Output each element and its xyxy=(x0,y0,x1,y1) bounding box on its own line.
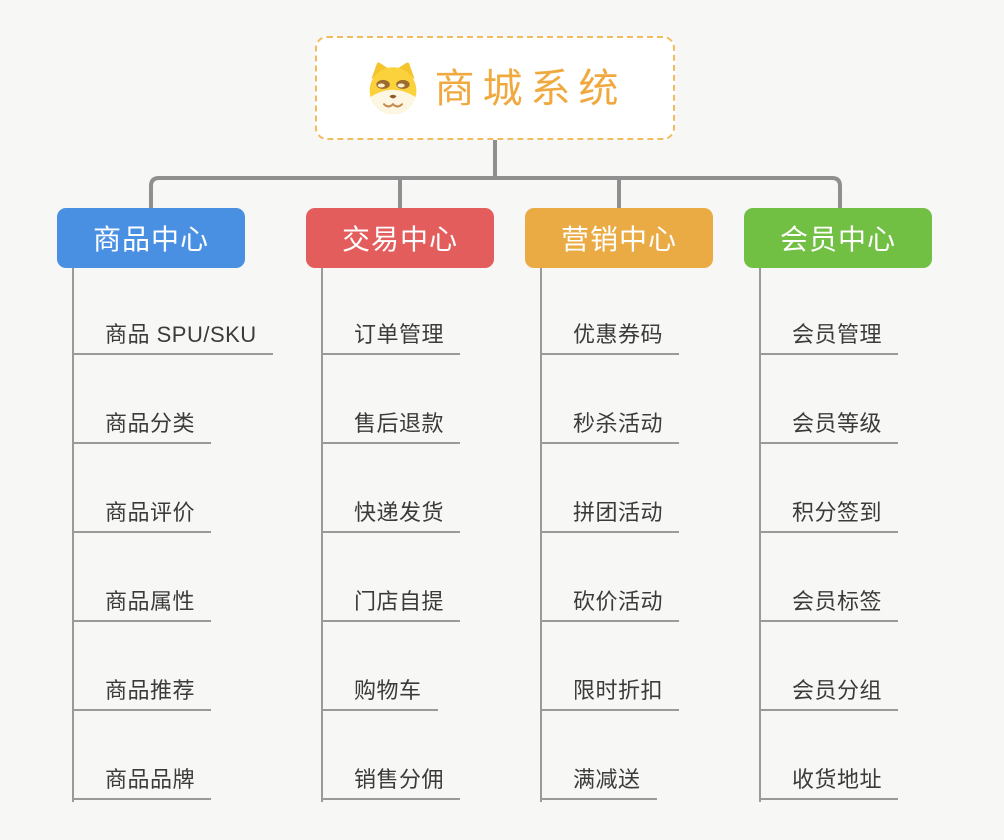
child-topic[interactable]: 商品推荐 xyxy=(72,677,212,711)
child-topic[interactable]: 售后退款 xyxy=(321,410,461,444)
child-topic[interactable]: 满减送 xyxy=(540,766,657,800)
child-topic[interactable]: 商品品牌 xyxy=(72,766,212,800)
child-topic[interactable]: 销售分佣 xyxy=(321,766,461,800)
child-topic[interactable]: 积分签到 xyxy=(759,499,899,533)
child-topic[interactable]: 砍价活动 xyxy=(540,588,680,622)
child-topic[interactable]: 限时折扣 xyxy=(540,677,680,711)
child-topic[interactable]: 收货地址 xyxy=(759,766,899,800)
branch-node[interactable]: 交易中心 xyxy=(306,208,494,268)
branch-spine-line xyxy=(321,268,323,802)
dog-face-icon xyxy=(364,61,422,115)
branch-node[interactable]: 营销中心 xyxy=(525,208,713,268)
branch-spine-line xyxy=(72,268,74,802)
root-node[interactable]: 商城系统 xyxy=(315,36,675,140)
child-topic[interactable]: 会员管理 xyxy=(759,321,899,355)
child-topic[interactable]: 商品评价 xyxy=(72,499,212,533)
branch-spine-line xyxy=(540,268,542,802)
child-topic[interactable]: 会员等级 xyxy=(759,410,899,444)
child-topic[interactable]: 购物车 xyxy=(321,677,438,711)
child-topic[interactable]: 拼团活动 xyxy=(540,499,680,533)
child-topic[interactable]: 商品属性 xyxy=(72,588,212,622)
branch-spine-line xyxy=(759,268,761,802)
child-topic[interactable]: 订单管理 xyxy=(321,321,461,355)
child-topic[interactable]: 会员分组 xyxy=(759,677,899,711)
branch-node[interactable]: 会员中心 xyxy=(744,208,932,268)
child-topic[interactable]: 商品分类 xyxy=(72,410,212,444)
branch-node[interactable]: 商品中心 xyxy=(57,208,245,268)
child-topic[interactable]: 会员标签 xyxy=(759,588,899,622)
child-topic[interactable]: 优惠券码 xyxy=(540,321,680,355)
child-topic[interactable]: 商品 SPU/SKU xyxy=(72,321,273,355)
root-title: 商城系统 xyxy=(434,67,627,111)
child-topic[interactable]: 秒杀活动 xyxy=(540,410,680,444)
child-topic[interactable]: 快递发货 xyxy=(321,499,461,533)
child-topic[interactable]: 门店自提 xyxy=(321,588,461,622)
